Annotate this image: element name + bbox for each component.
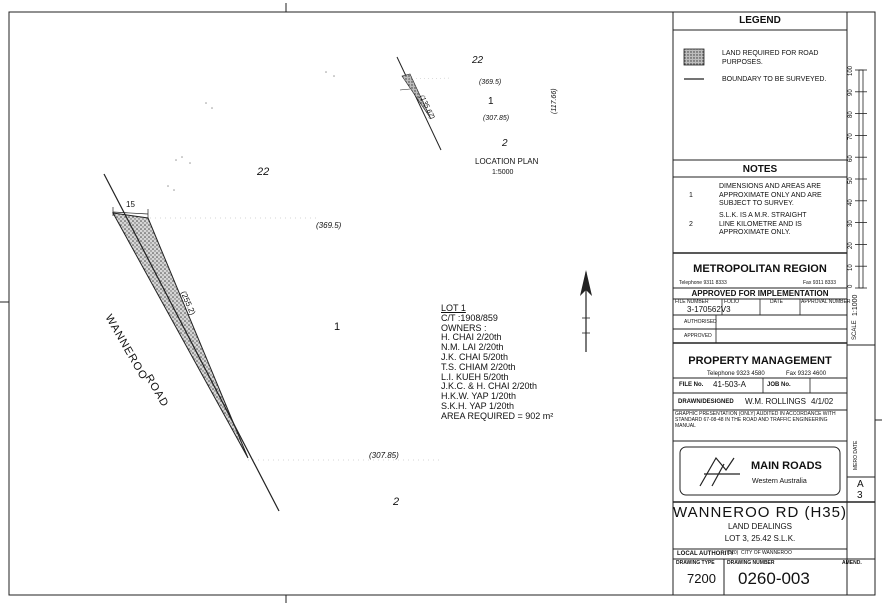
drawn-label: DRAWN/DESIGNED — [678, 399, 734, 405]
graphic-presentation-note: GRAPHIC PRESENTATION (ONLY) AUDITED IN A… — [675, 411, 836, 429]
location-dim-307: (307.85) — [483, 115, 510, 122]
lot-info-line: J.K. CHAI 5/20th — [441, 351, 509, 362]
drawing-number-label: DRAWING NUMBER — [727, 560, 775, 566]
legend-item-boundary: BOUNDARY TO BE SURVEYED. — [722, 76, 827, 83]
lot-info-line: LOT 1 — [441, 303, 466, 313]
approved-title: APPROVED FOR IMPLEMENTATION — [691, 289, 829, 298]
lot-info-line: L.I. KUEH 5/20th — [441, 371, 509, 382]
lot-info-line: S.K.H. YAP 1/20th — [441, 400, 515, 411]
scale-tick: 100 — [848, 65, 854, 76]
file-number-value: 3-170562V3 — [687, 305, 731, 314]
scale-tick: 60 — [848, 155, 854, 162]
scale-tick: 80 — [848, 111, 854, 118]
approved-label: APPROVED — [684, 333, 712, 339]
location-dim-117: (117.66) — [551, 88, 558, 114]
local-authority-code: (110) — [727, 550, 739, 556]
sheet-border — [8, 11, 876, 596]
scale-tick: 10 — [848, 264, 854, 271]
land-required-wedge — [112, 212, 249, 459]
drawing-title: WANNEROO RD (H35) — [673, 504, 847, 521]
north-arrow — [580, 270, 592, 352]
dimension-15: 15 — [126, 200, 135, 209]
region-title: METROPOLITAN REGION — [693, 263, 827, 275]
location-lot-22: 22 — [472, 55, 484, 66]
drawing-subtitle: LAND DEALINGS — [727, 522, 793, 531]
lot-info-line: N.M. LAI 2/20th — [441, 342, 504, 353]
location-lot-1: 1 — [488, 96, 494, 107]
authorised-label: AUTHORISED — [684, 319, 717, 325]
legend-item-land: LAND REQUIRED FOR ROAD PURPOSES. — [722, 50, 819, 66]
note-1-text: DIMENSIONS AND AREAS ARE APPROXIMATE ONL… — [719, 183, 822, 207]
local-authority-value: CITY OF WANNEROO — [741, 550, 792, 556]
location-lot-2: 2 — [502, 138, 508, 149]
location-plan-title: LOCATION PLAN — [475, 157, 539, 166]
scale-tick: 70 — [848, 133, 854, 140]
property-fax: Fax 9323 4600 — [786, 371, 827, 377]
file-no-value: 41-503-A — [713, 380, 746, 389]
amend-label: AMEND. — [842, 560, 862, 566]
lot-info-line: T.S. CHIAM 2/20th — [441, 361, 516, 372]
location-dim-369: (369.5) — [479, 79, 502, 86]
main-roads-state: Western Australia — [752, 478, 807, 485]
property-title: PROPERTY MANAGEMENT — [688, 355, 832, 367]
note-2-text: S.L.K. IS A M.R. STRAIGHT LINE KILOMETRE… — [719, 212, 807, 236]
folio-label: FOLIO — [724, 299, 740, 305]
main-roads-name: MAIN ROADS — [751, 460, 822, 472]
lot-info-line: H.K.W. YAP 1/20th — [441, 391, 517, 402]
drawing-type-value: 7200 — [687, 571, 716, 586]
main-roads-logo-frame — [679, 446, 841, 496]
lot-info-line: C/T :1908/859 — [441, 312, 498, 323]
lot-information: LOT 1 C/T :1908/859 OWNERS : H. CHAI 2/2… — [441, 303, 554, 422]
lot-info-line: OWNERS : — [441, 322, 487, 333]
sheet-size-number: 3 — [857, 490, 863, 501]
location-plan-scale: 1:5000 — [492, 169, 514, 176]
drawn-date: 4/1/02 — [811, 397, 834, 406]
lot-info-line: AREA REQUIRED = 902 m² — [441, 410, 554, 421]
lot-1-label: 1 — [334, 321, 341, 333]
note-2-number: 2 — [689, 221, 693, 228]
region-fax: Fax 9311 8333 — [803, 280, 836, 286]
drawing-type-label: DRAWING TYPE — [676, 560, 715, 566]
file-no-label: FILE No. — [679, 382, 704, 388]
date-label: DATE — [770, 299, 783, 305]
sheet-size-a: A — [857, 479, 864, 490]
drawing-lot-line: LOT 3, 25.42 S.L.K. — [724, 534, 796, 543]
mero-date-label: MERO DATE — [853, 440, 859, 470]
scale-tick: 0 — [848, 284, 854, 288]
dimension-369: (369.5) — [316, 221, 342, 230]
drawing-number-value: 0260-003 — [738, 569, 810, 588]
scale-tick: 40 — [848, 199, 854, 206]
lot-info-line: J.K.C. & H. CHAI 2/20th — [441, 381, 538, 392]
note-1-number: 1 — [689, 192, 693, 199]
lot-2-label: 2 — [393, 496, 400, 508]
local-authority-label: LOCAL AUTHORITY — [677, 551, 734, 557]
scale-tick: 20 — [848, 242, 854, 249]
scale-tick: 50 — [848, 177, 854, 184]
approval-number-label: APPROVAL NUMBER — [801, 299, 851, 305]
lot-22-label: 22 — [257, 166, 270, 178]
scale-tick: 90 — [848, 89, 854, 96]
scale-tick: 30 — [848, 220, 854, 227]
property-telephone: Telephone 9323 4580 — [707, 371, 765, 377]
notes-title: NOTES — [742, 164, 778, 175]
file-number-label: FILE NUMBER — [675, 299, 709, 305]
location-plan-drawing — [396, 56, 453, 151]
job-no-label: JOB No. — [767, 382, 791, 388]
region-telephone: Telephone 9311 8333 — [679, 280, 727, 286]
legend-title: LEGEND — [739, 15, 781, 26]
legend-land-swatch — [683, 48, 705, 66]
scale-value: 1:1000 — [852, 294, 859, 316]
main-roads-logo-icon — [699, 456, 740, 487]
road-boundary-line — [103, 173, 280, 512]
lot-info-line: H. CHAI 2/20th — [441, 332, 502, 343]
scale-label: SCALE — [852, 320, 858, 340]
dimension-307: (307.85) — [369, 451, 399, 460]
drawn-value: W.M. ROLLINGS — [745, 397, 806, 406]
